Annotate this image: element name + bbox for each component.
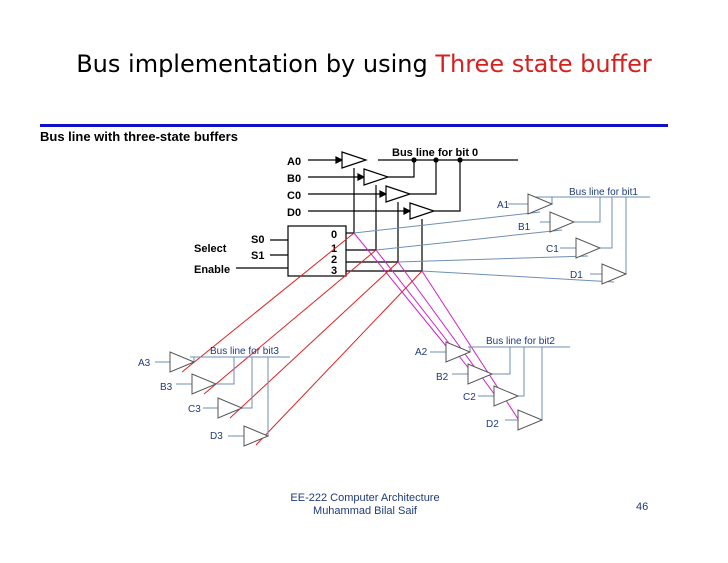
bus-label-bit1: Bus line for bit1: [569, 187, 638, 198]
decoder-output-3: 3: [331, 265, 337, 277]
bit2-bus: [430, 341, 570, 431]
decoder: [236, 225, 422, 277]
bit1-section: [353, 193, 650, 285]
input-D0: D0: [287, 207, 301, 219]
input-D1: D1: [570, 270, 583, 281]
decoder-input-S1: S1: [251, 250, 264, 262]
slide-title: Bus implementation by using Three state …: [0, 50, 728, 78]
decoder-input-S0: S0: [251, 234, 264, 246]
input-B2: B2: [436, 372, 449, 383]
input-A3: A3: [138, 358, 151, 369]
decoder-output-2: 2: [331, 254, 337, 266]
input-A1: A1: [497, 200, 510, 211]
footer-course: EE-222 Computer Architecture: [290, 492, 440, 504]
bit0-section: [308, 151, 518, 271]
bit3-bus: [155, 351, 290, 447]
input-D2: D2: [486, 419, 499, 430]
bus-label-bit0: Bus line for bit 0: [392, 147, 478, 159]
input-C0: C0: [287, 190, 301, 202]
input-B0: B0: [287, 173, 301, 185]
title-divider: [40, 124, 668, 127]
input-C2: C2: [463, 392, 476, 403]
input-A2: A2: [415, 347, 428, 358]
input-D3: D3: [210, 431, 223, 442]
footer-author: Muhammad Bilal Saif: [313, 505, 417, 517]
input-B1: B1: [518, 222, 531, 233]
input-A0: A0: [287, 156, 301, 168]
input-C1: C1: [546, 244, 559, 255]
page-number: 46: [636, 501, 649, 513]
bus-label-bit3: Bus line for bit3: [210, 346, 279, 357]
select-label: Select: [194, 243, 227, 255]
slide-footer: EE-222 Computer Architecture Muhammad Bi…: [230, 492, 500, 518]
bit3-section: [181, 232, 423, 446]
input-B3: B3: [160, 382, 173, 393]
diagram-subtitle: Bus line with three-state buffers: [40, 129, 238, 144]
input-C3: C3: [188, 404, 201, 415]
bus-label-bit2: Bus line for bit2: [486, 336, 555, 347]
title-main: Bus implementation by using: [76, 50, 436, 78]
enable-label: Enable: [194, 264, 230, 276]
bit2-section: [353, 232, 523, 426]
decoder-output-0: 0: [331, 229, 337, 241]
title-accent: Three state buffer: [435, 50, 652, 78]
